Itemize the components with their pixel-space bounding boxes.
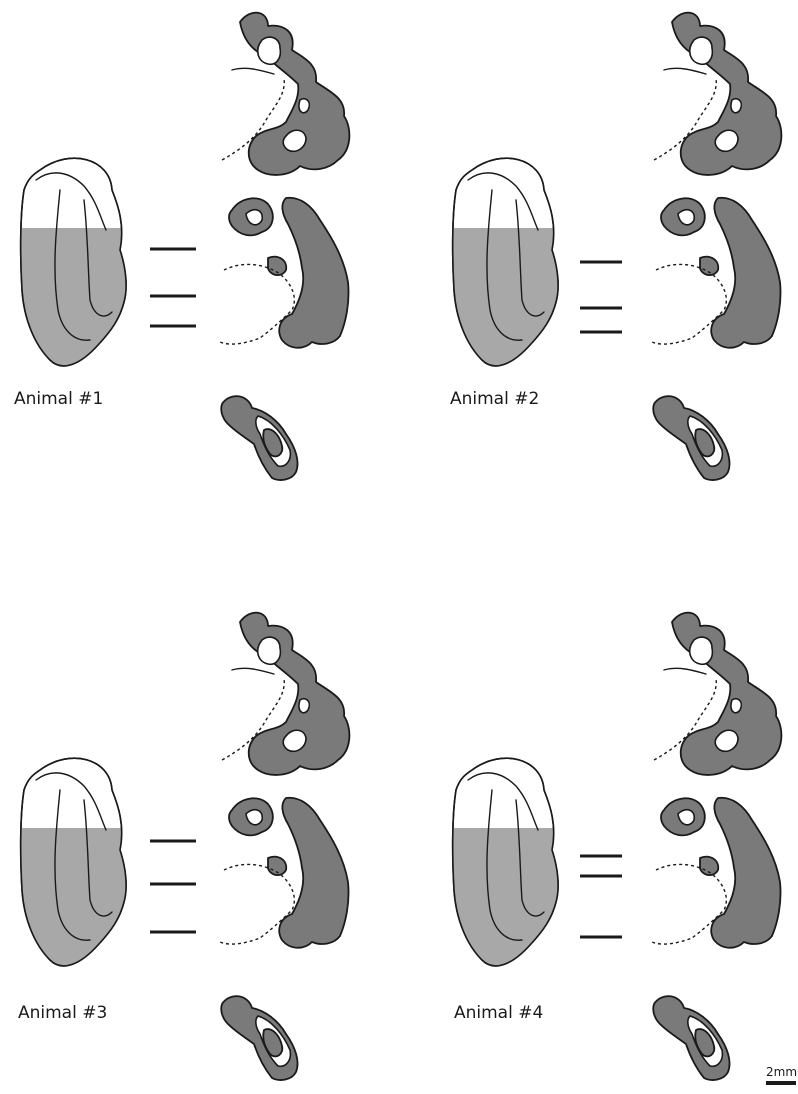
animal-1-hemisphere <box>0 158 140 388</box>
animal-3-hemisphere <box>0 758 140 988</box>
animal-1-panel: Animal #1 <box>0 13 349 480</box>
scale-bar-line <box>766 1081 796 1085</box>
animal-3-section-rostral <box>222 613 349 775</box>
animal-4-label: Animal #4 <box>454 1003 543 1023</box>
animal-1-section-caudal <box>221 396 297 480</box>
animal-4-panel: Animal #4 <box>432 613 781 1080</box>
animal-3-panel: Animal #3 <box>0 613 349 1080</box>
animal-2-panel: Animal #2 <box>432 13 781 480</box>
animal-2-section-middle <box>652 198 781 348</box>
animal-1-section-rostral <box>222 13 349 175</box>
animal-3-label: Animal #3 <box>18 1003 107 1023</box>
animal-2-section-rostral <box>654 13 781 175</box>
animal-2-section-caudal <box>653 396 729 480</box>
animal-1-section-middle <box>220 198 349 348</box>
scale-bar: 2mm <box>766 1065 797 1085</box>
animal-4-hemisphere <box>432 758 572 988</box>
animal-4-section-middle <box>652 798 781 948</box>
animal-2-hemisphere <box>432 158 572 388</box>
scale-bar-label: 2mm <box>766 1065 797 1079</box>
animal-3-section-caudal <box>221 996 297 1080</box>
animal-4-section-rostral <box>654 613 781 775</box>
animal-1-label: Animal #1 <box>14 389 103 409</box>
animal-2-label: Animal #2 <box>450 389 539 409</box>
animal-3-section-middle <box>220 798 349 948</box>
animal-4-section-caudal <box>653 996 729 1080</box>
